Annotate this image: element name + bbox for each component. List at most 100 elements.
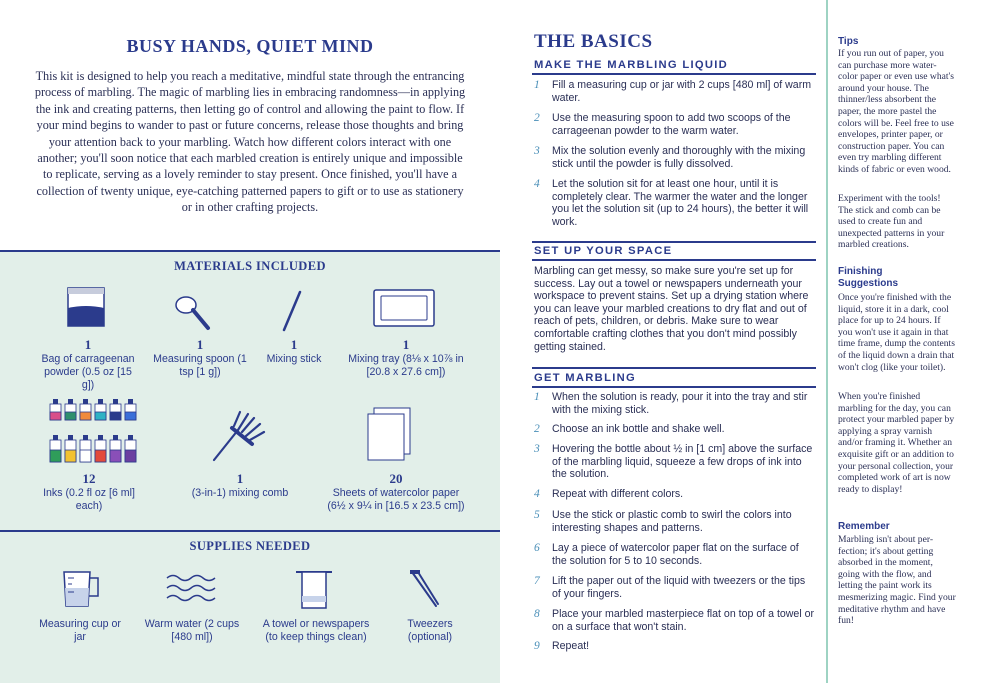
step-text: Lay a piece of watercolor paper flat on … — [552, 542, 799, 567]
step-text: Lift the paper out of the liquid with tw… — [552, 575, 806, 600]
step-number: 4 — [534, 488, 540, 500]
finishing-text: Once you're finished with the liquid, st… — [838, 292, 955, 373]
step-text: Place your marbled masterpiece flat on t… — [552, 608, 815, 633]
step-text: Fill a measuring cup or jar with 2 cups … — [552, 79, 812, 104]
tips-heading: Tips — [838, 36, 859, 47]
marbling-step: 7 Lift the paper out of the liquid with … — [534, 575, 816, 600]
step-text: Let the solution sit for at least one ho… — [552, 178, 809, 228]
step-number: 8 — [534, 608, 540, 620]
step-number: 4 — [534, 178, 540, 190]
basics-title: THE BASICS — [534, 31, 653, 52]
tweezers-icon — [410, 570, 439, 607]
paper-sheets-icon — [367, 407, 411, 461]
mixing-tray-icon — [373, 289, 435, 327]
step-number: 3 — [534, 145, 540, 157]
space-heading: SET UP YOUR SPACE — [534, 245, 673, 257]
marbling-step: 1 When the solution is ready, pour it in… — [534, 391, 816, 416]
materials-heading: MATERIALS INCLUDED — [174, 259, 326, 273]
marbling-step: 4 Repeat with different colors. — [534, 488, 816, 501]
material-label: Inks (0.2 fl oz [6 ml] each) — [43, 487, 135, 512]
material-label: Bag of carrageenan powder (0.5 oz [15 g]… — [41, 353, 135, 391]
material-qty: 1 — [402, 337, 410, 352]
material-qty: 1 — [236, 471, 244, 486]
marbling-heading: GET MARBLING — [534, 372, 636, 384]
tips-text: Experiment with the tools! The stick and… — [838, 193, 945, 251]
step-text: Repeat with different colors. — [552, 488, 684, 500]
liquid-step: 1 Fill a measuring cup or jar with 2 cup… — [534, 79, 816, 104]
material-item: 12 Inks (0.2 fl oz [6 ml] each) — [30, 472, 148, 513]
material-qty: 1 — [84, 337, 92, 352]
intro-body: This kit is designed to help you reach a… — [34, 69, 466, 215]
marbling-rule — [532, 386, 816, 388]
step-number: 2 — [534, 112, 540, 124]
material-item: 1 (3-in-1) mixing comb — [180, 472, 300, 500]
step-number: 5 — [534, 509, 540, 521]
marbling-step: 3 Hovering the bottle about ½ in [1 cm] … — [534, 443, 816, 481]
step-number: 7 — [534, 575, 540, 587]
supplies-rule — [0, 530, 500, 532]
finishing-heading: Finishing Suggestions — [838, 266, 899, 289]
material-item: 1 Mixing stick — [254, 338, 334, 366]
material-label: Measuring spoon (1 tsp [1 g]) — [153, 353, 247, 378]
step-text: Choose an ink bottle and shake well. — [552, 423, 725, 435]
marbling-step: 5 Use the stick or plastic comb to swirl… — [534, 509, 816, 534]
marbling-rule-top — [532, 367, 816, 369]
step-text: Mix the solution evenly and thoroughly w… — [552, 145, 806, 170]
supply-item: Tweezers (optional) — [407, 618, 453, 643]
sidebar-divider — [826, 0, 828, 683]
material-item: 1 Bag of carrageenan powder (0.5 oz [15 … — [38, 338, 138, 392]
step-number: 9 — [534, 640, 540, 652]
step-number: 1 — [534, 391, 540, 403]
water-waves-icon — [166, 574, 216, 602]
comb-icon — [212, 410, 266, 462]
left-page: BUSY HANDS, QUIET MIND This kit is desig… — [0, 36, 500, 683]
liquid-step: 2 Use the measuring spoon to add two sco… — [534, 112, 816, 137]
material-label: (3-in-1) mixing comb — [191, 487, 289, 499]
marbling-step: 9 Repeat! — [534, 640, 816, 653]
supply-item: Warm water (2 cups [480 ml]) — [144, 618, 240, 643]
material-qty: 1 — [196, 337, 204, 352]
material-item: 20 Sheets of watercolor paper (6½ x 9¼ i… — [326, 472, 466, 513]
step-number: 6 — [534, 542, 540, 554]
liquid-step: 3 Mix the solution evenly and thoroughly… — [534, 145, 816, 170]
material-item: 1 Measuring spoon (1 tsp [1 g]) — [152, 338, 248, 379]
material-qty: 20 — [389, 471, 403, 486]
material-item: 1 Mixing tray (8⅛ x 10⅞ in [20.8 x 27.6 … — [340, 338, 472, 379]
powder-bag-icon — [67, 287, 105, 327]
step-text: Repeat! — [552, 640, 590, 652]
marbling-step: 2 Choose an ink bottle and shake well. — [534, 423, 816, 436]
step-text: Use the stick or plastic comb to swirl t… — [552, 509, 792, 534]
step-number: 1 — [534, 79, 540, 91]
material-qty: 1 — [290, 337, 298, 352]
space-rule — [532, 259, 816, 261]
space-text: Marbling can get messy, so make sure you… — [534, 265, 809, 353]
step-number: 2 — [534, 423, 540, 435]
supply-item: Measuring cup or jar — [39, 618, 121, 643]
finishing-text: When you're finished marbling for the da… — [838, 391, 955, 495]
remember-text: Marbling isn't about per-fection; it's a… — [838, 534, 956, 627]
step-text: Hovering the bottle about ½ in [1 cm] ab… — [552, 443, 813, 481]
material-qty: 12 — [82, 471, 96, 486]
material-label: Sheets of watercolor paper (6½ x 9¼ in [… — [327, 487, 465, 512]
intro-title: BUSY HANDS, QUIET MIND — [126, 36, 374, 56]
tips-text: If you run out of paper, you can purchas… — [838, 48, 955, 175]
towel-icon — [296, 571, 332, 609]
marbling-step: 6 Lay a piece of watercolor paper flat o… — [534, 542, 816, 567]
measuring-cup-icon — [63, 571, 99, 607]
step-number: 3 — [534, 443, 540, 455]
top-rule — [0, 250, 500, 252]
measuring-spoon-icon — [175, 296, 210, 330]
liquid-rule — [532, 73, 816, 75]
material-label: Mixing stick — [266, 353, 322, 365]
remember-heading: Remember — [838, 521, 890, 532]
marbling-step: 8 Place your marbled masterpiece flat on… — [534, 608, 816, 633]
space-rule-top — [532, 241, 816, 243]
step-text: When the solution is ready, pour it into… — [552, 391, 808, 416]
ink-bottles-icon — [49, 399, 137, 463]
liquid-step: 4 Let the solution sit for at least one … — [534, 178, 816, 228]
step-text: Use the measuring spoon to add two scoop… — [552, 112, 791, 137]
mixing-stick-icon — [282, 290, 302, 332]
supplies-heading: SUPPLIES NEEDED — [189, 539, 311, 553]
supply-item: A towel or newspapers (to keep things cl… — [262, 618, 370, 643]
liquid-heading: MAKE THE MARBLING LIQUID — [534, 59, 729, 71]
